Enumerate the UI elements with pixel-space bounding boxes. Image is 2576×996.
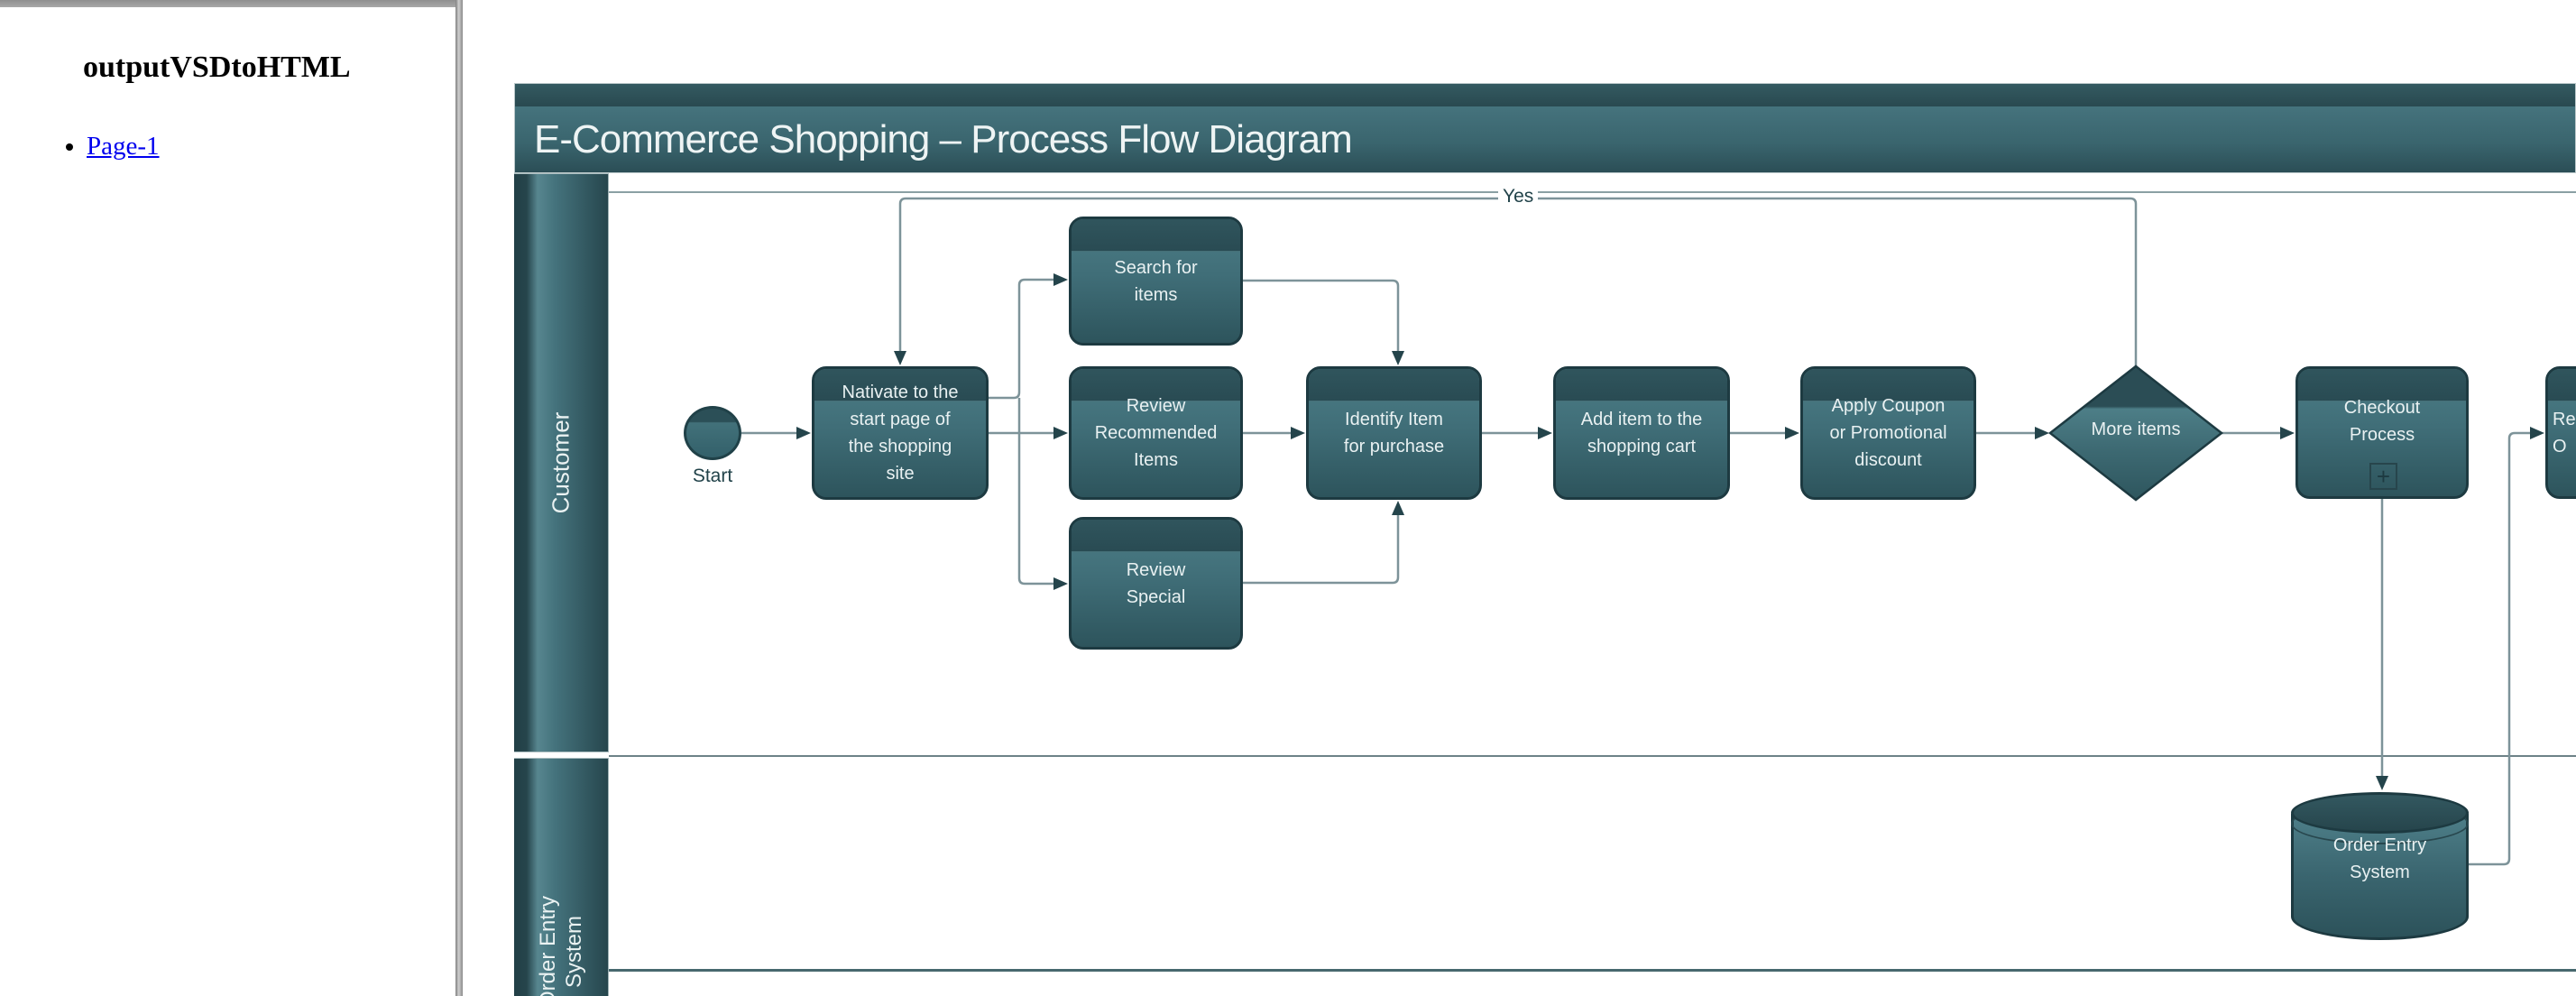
diagram-title: E-Commerce Shopping – Process Flow Diagr… — [534, 116, 1353, 161]
node-add-to-cart: Add item to the shopping cart — [1553, 366, 1730, 500]
node-search-label: Search for items — [1114, 257, 1198, 305]
page-list: Page-1 — [87, 132, 160, 161]
lane-header-order-entry-system: Order Entry System — [514, 758, 609, 996]
edge-search-identify — [1243, 279, 1400, 352]
node-order-entry-db-label: Order Entry System — [2332, 835, 2427, 882]
node-review-special-label: Review Special — [1126, 559, 1186, 607]
start-label: Start — [692, 466, 733, 486]
frame-divider[interactable] — [455, 0, 463, 996]
node-identify-label: Identify Item for purchase — [1343, 410, 1445, 456]
node-apply-coupon-label: Apply Coupon or Promotional discount — [1829, 396, 1947, 470]
decision-more-items-label: More items — [2091, 420, 2181, 439]
node-navigate: Nativate to the start page of the shoppi… — [812, 366, 989, 500]
node-apply-coupon: Apply Coupon or Promotional discount — [1800, 366, 1976, 500]
node-truncated-right: Re O — [2545, 366, 2576, 499]
lane-header-customer: Customer — [514, 173, 609, 752]
node-checkout-label: Checkout Process — [2343, 397, 2421, 445]
banner-top-cap — [515, 84, 2575, 106]
start-node — [684, 406, 741, 460]
lane-bottom-rule — [609, 969, 2576, 972]
node-review-special: Review Special — [1069, 517, 1243, 650]
node-checkout: Checkout Process — [2295, 366, 2469, 499]
edge-label-yes: Yes — [1498, 186, 1539, 208]
node-review-recommended: Review Recommended Items — [1069, 366, 1243, 500]
edge-db-receive — [2469, 431, 2531, 866]
node-add-to-cart-label: Add item to the shopping cart — [1580, 410, 1703, 456]
page-list-item: Page-1 — [87, 132, 160, 161]
lane-separator-rule — [609, 755, 2576, 757]
diagram-frame: E-Commerce Shopping – Process Flow Diagr… — [463, 0, 2576, 996]
sidebar-title: outputVSDtoHTML — [83, 51, 351, 84]
database-icon — [2291, 792, 2469, 834]
edge-navigate-review-special — [1017, 398, 1054, 586]
edge-navigate-search — [989, 278, 1054, 400]
page-1-link[interactable]: Page-1 — [87, 132, 160, 161]
node-truncated-right-label: Re O — [2553, 409, 2576, 456]
diagram-title-banner: E-Commerce Shopping – Process Flow Diagr… — [514, 83, 2576, 173]
lane-header-column: Customer Order Entry System — [514, 173, 609, 996]
node-identify: Identify Item for purchase — [1306, 366, 1482, 500]
sidebar-frame: outputVSDtoHTML Page-1 — [0, 7, 455, 996]
node-order-entry-db: Order Entry System — [2291, 792, 2469, 944]
edge-review-special-identify — [1243, 514, 1400, 585]
lane-label-order-entry-system: Order Entry System — [536, 895, 586, 996]
lane-top-rule — [609, 191, 2576, 193]
subprocess-plus-icon: + — [2369, 463, 2397, 490]
node-review-recommended-label: Review Recommended Items — [1094, 396, 1218, 470]
lane-label-customer: Customer — [547, 411, 575, 514]
node-navigate-label: Nativate to the start page of the shoppi… — [842, 383, 959, 484]
node-search: Search for items — [1069, 217, 1243, 346]
